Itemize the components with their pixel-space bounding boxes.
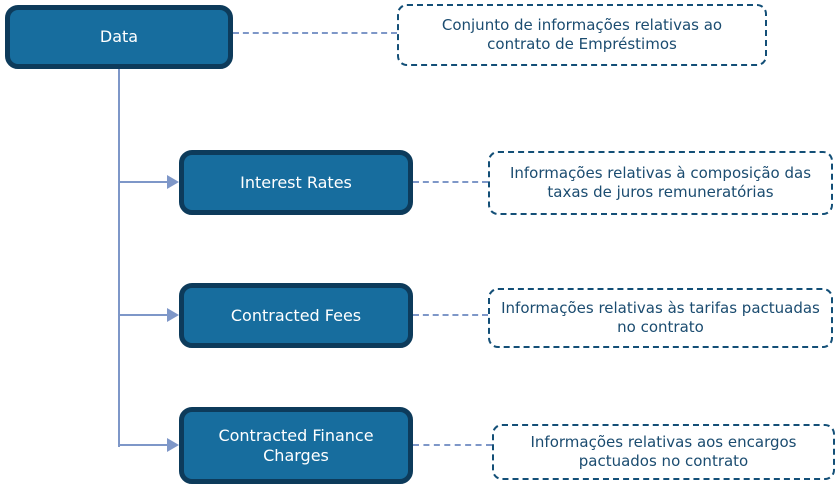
node-contracted-fees-label: Contracted Fees <box>230 305 362 325</box>
node-data-label: Data <box>99 27 139 46</box>
arrowhead-icon <box>167 175 179 189</box>
node-interest-rates-label: Interest Rates <box>240 172 352 192</box>
leader-line-contracted-finance-charges-note <box>413 444 492 446</box>
node-interest-rates: Interest Rates <box>179 150 413 215</box>
branch-line-contracted-finance-charges <box>119 444 168 446</box>
node-data: Data <box>5 5 233 69</box>
note-contracted-finance-charges-text: Informações relativas aos encargos pactu… <box>530 432 797 471</box>
leader-line-contracted-fees-note <box>413 314 488 316</box>
node-contracted-fees: Contracted Fees <box>179 283 413 348</box>
note-interest-rates: Informações relativas à composição das t… <box>488 151 833 215</box>
leader-line-interest-rates-note <box>413 181 488 183</box>
note-data: Conjunto de informações relativas ao con… <box>397 4 767 66</box>
note-contracted-finance-charges: Informações relativas aos encargos pactu… <box>492 424 835 480</box>
branch-line-interest-rates <box>119 181 168 183</box>
note-contracted-fees-text: Informações relativas às tarifas pactuad… <box>501 298 820 337</box>
node-contracted-finance-charges: Contracted Finance Charges <box>179 407 413 484</box>
note-contracted-fees: Informações relativas às tarifas pactuad… <box>488 288 833 348</box>
node-contracted-finance-charges-label: Contracted Finance Charges <box>218 425 374 465</box>
branch-line-contracted-fees <box>119 314 168 316</box>
arrowhead-icon <box>167 308 179 322</box>
note-interest-rates-text: Informações relativas à composição das t… <box>509 163 812 202</box>
tree-trunk-line <box>118 69 120 447</box>
leader-line-data-note <box>233 32 397 34</box>
note-data-text: Conjunto de informações relativas ao con… <box>441 15 723 54</box>
arrowhead-icon <box>167 438 179 452</box>
